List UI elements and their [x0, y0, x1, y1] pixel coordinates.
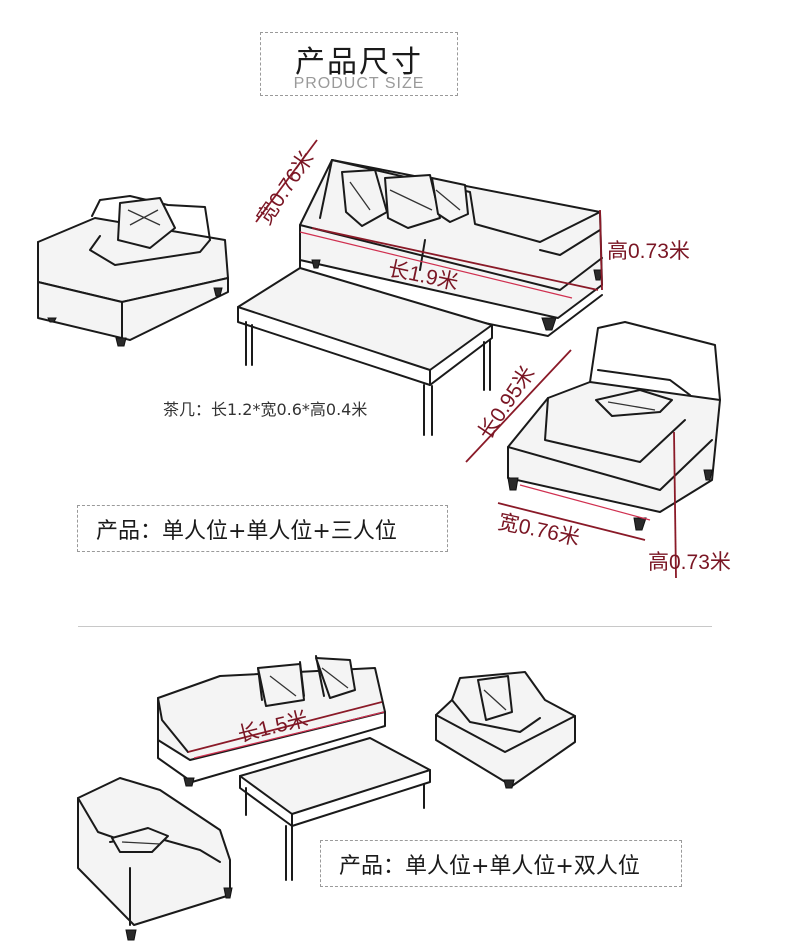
single-chair-left: [37, 195, 229, 347]
coffee-table-set1: [237, 267, 493, 436]
product-label-text-set1: 产品：单人位+单人位+三人位: [96, 518, 397, 544]
two-seat-sofa: [157, 655, 386, 787]
section-subtitle: PRODUCT SIZE: [293, 75, 425, 92]
section-title: 产品尺寸: [295, 45, 423, 80]
single-chair-set2-left: [77, 777, 233, 941]
product-label-text-set2: 产品：单人位+单人位+双人位: [339, 853, 640, 879]
coffee-table-set2: [239, 737, 431, 881]
chair-width-label: 宽0.76米: [496, 510, 582, 550]
single-chair-right: [507, 321, 721, 531]
section-divider: [78, 626, 712, 627]
single-chair-set2-right: [435, 671, 576, 789]
product-label-set2: 产品：单人位+单人位+双人位: [320, 840, 682, 887]
section-title-box: 产品尺寸 PRODUCT SIZE: [260, 32, 458, 96]
coffee-table-dimensions-note: 茶几：长1.2*宽0.6*高0.4米: [163, 400, 367, 419]
three-seat-height-label: 高0.73米: [607, 240, 690, 263]
chair-height-label: 高0.73米: [648, 551, 731, 574]
product-label-set1: 产品：单人位+单人位+三人位: [77, 505, 448, 552]
